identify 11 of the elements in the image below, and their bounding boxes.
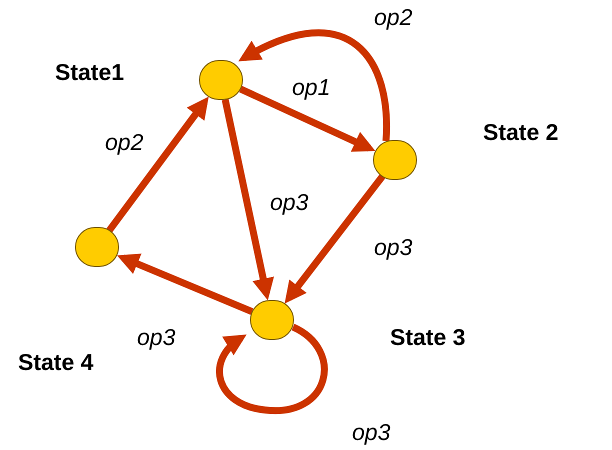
arrow bbox=[222, 98, 274, 300]
arrow bbox=[284, 174, 386, 304]
state-label: State 3 bbox=[390, 323, 466, 352]
state-label: State 4 bbox=[18, 348, 94, 377]
arrow bbox=[238, 30, 390, 142]
arrow bbox=[106, 96, 209, 233]
arrow bbox=[216, 324, 328, 414]
state-label: State 2 bbox=[483, 118, 558, 147]
arrow bbox=[117, 254, 254, 315]
arrow bbox=[239, 86, 376, 152]
state-label: State1 bbox=[55, 58, 124, 87]
